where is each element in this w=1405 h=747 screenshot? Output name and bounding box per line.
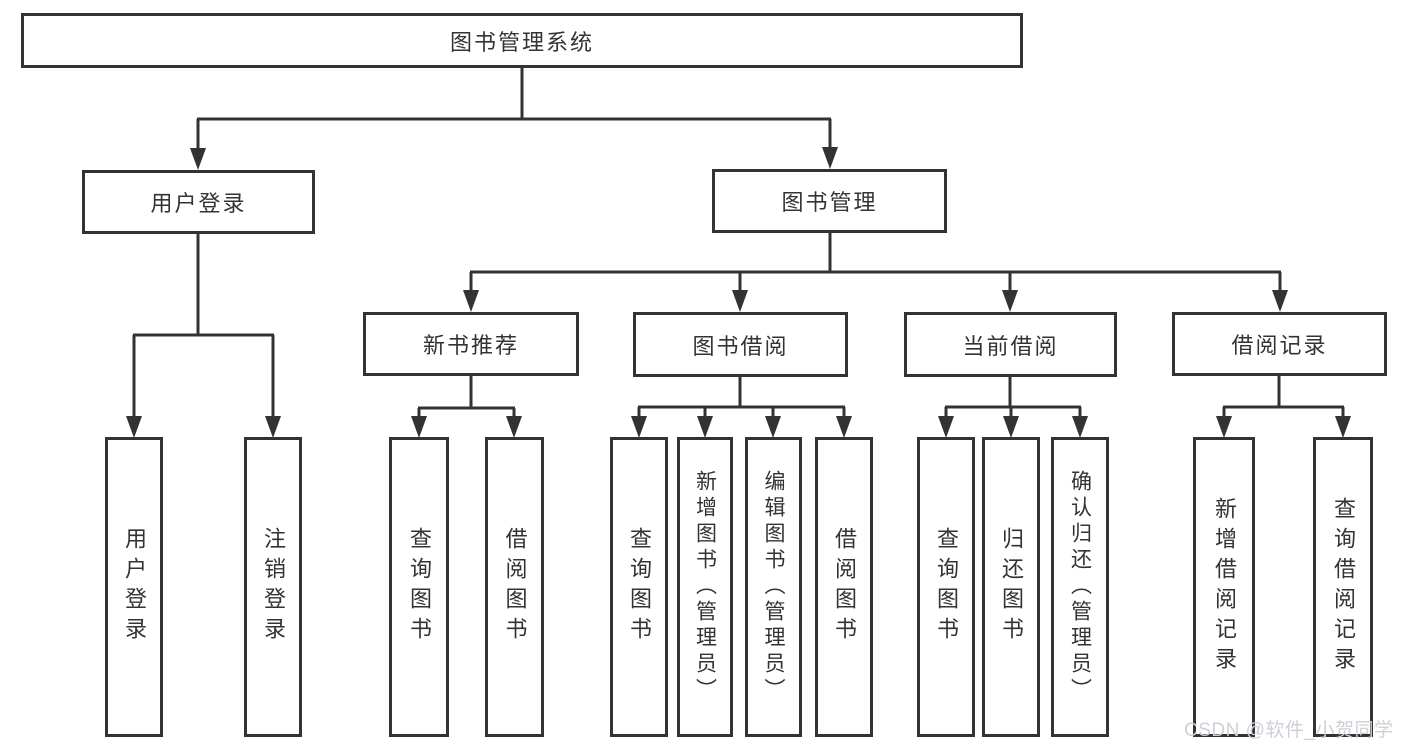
node-library-management-system: 图书管理系统 xyxy=(21,13,1023,68)
node-label: 新增图书（管理员） xyxy=(693,470,717,704)
node-label: 查询借阅记录 xyxy=(1331,497,1356,677)
arrowhead-icons xyxy=(126,147,1351,438)
node-user-login: 用户登录 xyxy=(82,170,315,234)
node-label: 用户登录 xyxy=(150,191,247,216)
node-label: 图书管理 xyxy=(781,190,878,215)
node-label: 查询图书 xyxy=(407,527,432,647)
node-label: 借阅记录 xyxy=(1231,333,1328,358)
node-label: 注销登录 xyxy=(261,527,286,647)
leaf-borrow-books-2: 借阅图书 xyxy=(815,437,873,737)
csdn-watermark: CSDN @软件_小贺同学 xyxy=(1184,720,1394,741)
node-label: 图书借阅 xyxy=(692,333,789,359)
node-label: 归还图书 xyxy=(999,527,1024,647)
node-label: 新增借阅记录 xyxy=(1212,497,1237,677)
node-label: 借阅图书 xyxy=(832,527,857,647)
leaf-return-books: 归还图书 xyxy=(982,437,1040,737)
node-borrowing-records: 借阅记录 xyxy=(1172,312,1387,376)
node-label: 查询图书 xyxy=(627,527,652,647)
node-label: 图书管理系统 xyxy=(449,29,594,55)
leaf-confirm-return-admin: 确认归还（管理员） xyxy=(1051,437,1109,737)
leaf-edit-book-admin: 编辑图书（管理员） xyxy=(745,437,802,737)
connector-paths xyxy=(132,68,1345,424)
node-book-borrowing: 图书借阅 xyxy=(633,312,848,377)
node-label: 用户登录 xyxy=(122,527,147,647)
node-current-borrowing: 当前借阅 xyxy=(904,312,1117,377)
leaf-query-books-3: 查询图书 xyxy=(917,437,975,737)
leaf-add-book-admin: 新增图书（管理员） xyxy=(677,437,733,737)
leaf-user-login: 用户登录 xyxy=(105,437,163,737)
leaf-query-borrow-record: 查询借阅记录 xyxy=(1313,437,1373,737)
leaf-add-borrow-record: 新增借阅记录 xyxy=(1193,437,1255,737)
node-label: 当前借阅 xyxy=(962,333,1059,359)
leaf-borrow-books-1: 借阅图书 xyxy=(485,437,544,737)
leaf-query-books-2: 查询图书 xyxy=(610,437,668,737)
node-label: 查询图书 xyxy=(934,527,959,647)
node-label: 编辑图书（管理员） xyxy=(762,470,785,704)
node-label: 确认归还（管理员） xyxy=(1068,470,1092,704)
node-book-management: 图书管理 xyxy=(712,169,947,233)
leaf-logout: 注销登录 xyxy=(244,437,302,737)
node-label: 借阅图书 xyxy=(502,527,528,647)
leaf-query-books-1: 查询图书 xyxy=(389,437,449,737)
node-label: 新书推荐 xyxy=(422,333,519,358)
node-new-book-recommend: 新书推荐 xyxy=(363,312,579,376)
